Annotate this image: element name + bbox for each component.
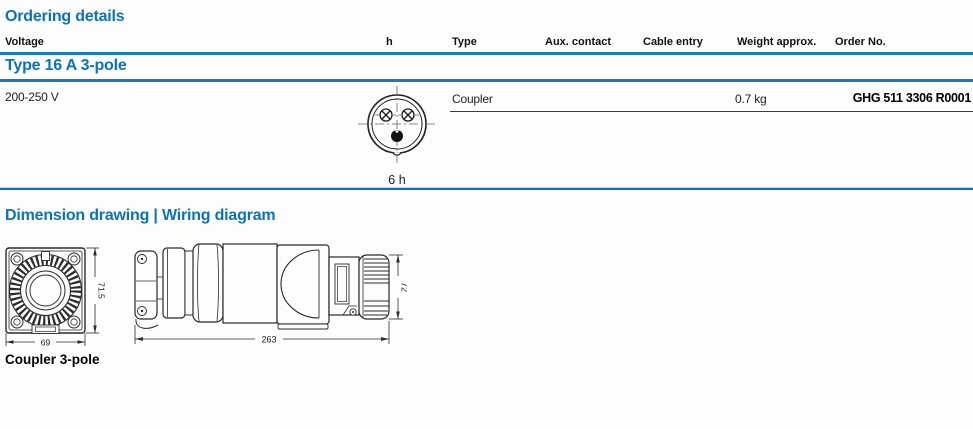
type-group-heading: Type 16 A 3-pole	[5, 57, 127, 74]
dimension-section-title: Dimension drawing | Wiring diagram	[5, 207, 276, 224]
row-type: Coupler	[452, 92, 493, 106]
col-header-type: Type	[452, 36, 477, 48]
aux-pin-right	[401, 108, 415, 122]
pin-configuration-diagram: 6 h	[358, 86, 436, 187]
row-voltage: 200-250 V	[5, 90, 59, 104]
col-header-voltage: Voltage	[5, 36, 44, 48]
drawing-caption: Coupler 3-pole	[5, 352, 100, 367]
row-order-no: GHG 511 3306 R0001	[852, 91, 972, 105]
row-underline	[450, 111, 973, 112]
group-rule	[0, 79, 973, 82]
section-separator	[0, 187, 973, 190]
coupler-side-view-drawing: 263 72	[134, 243, 408, 345]
side-view-length-dim: 263	[261, 335, 276, 345]
side-view-height-dim: 72	[400, 282, 408, 292]
earth-position-label: 6 h	[388, 173, 405, 187]
front-view-height-dim: 71.5	[97, 282, 107, 299]
aux-pin-left	[379, 108, 393, 122]
col-header-weight: Weight approx.	[737, 36, 817, 48]
col-header-cable-entry: Cable entry	[643, 36, 703, 48]
col-header-aux-contact: Aux. contact	[545, 36, 612, 48]
ordering-details-title: Ordering details	[5, 8, 125, 25]
row-weight: 0.7 kg	[735, 92, 767, 106]
col-header-order-no: Order No.	[835, 36, 886, 48]
col-header-h: h	[386, 36, 393, 48]
earth-pin	[391, 130, 403, 142]
header-rule	[0, 52, 973, 55]
front-view-width-dim: 69	[41, 338, 51, 348]
coupler-front-view-drawing: 71.5 69	[5, 247, 107, 348]
